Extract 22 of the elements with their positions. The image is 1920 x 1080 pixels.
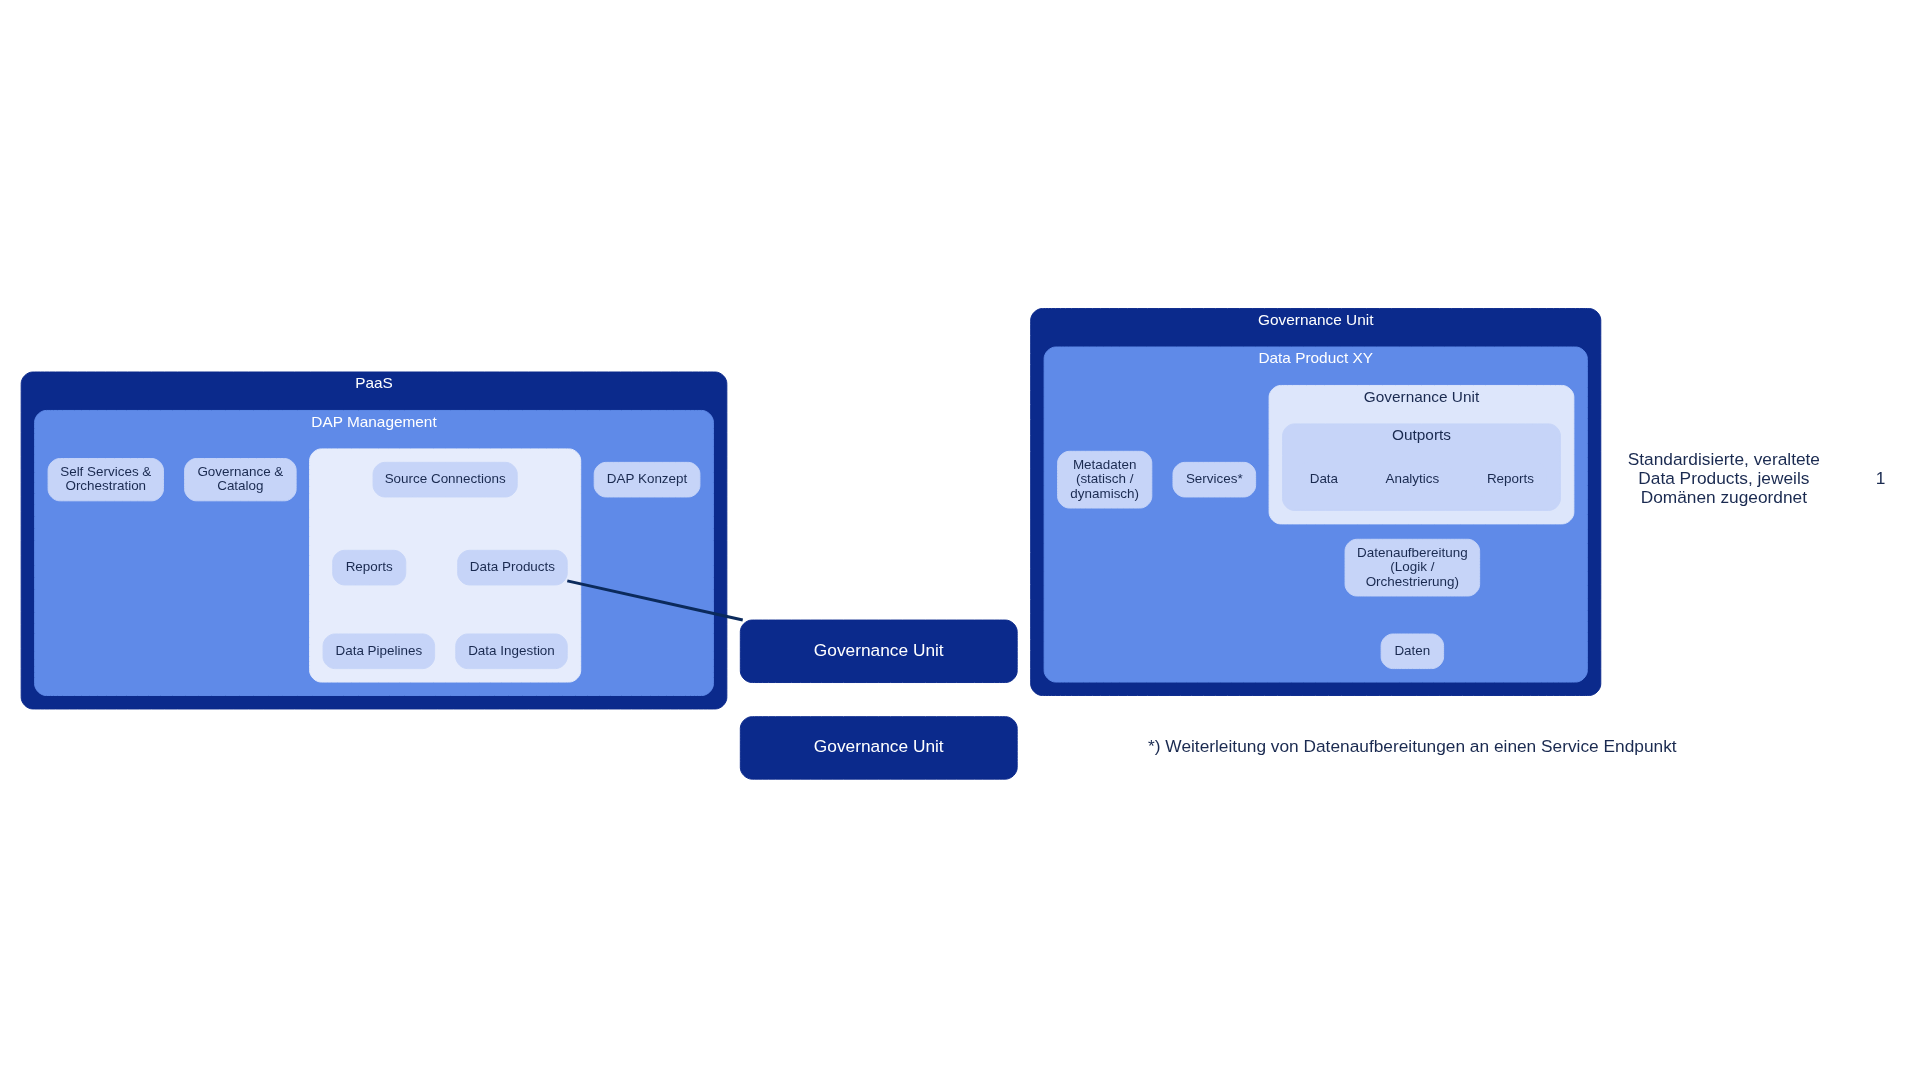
node-box: Self Services & Orchestration xyxy=(47,458,164,502)
node-box: Governance Unit xyxy=(739,619,1018,683)
node-box: Datenaufbereitung (Logik / Orchestrierung) xyxy=(1344,538,1481,597)
node-text: Reports xyxy=(1486,471,1534,487)
node-box: Daten xyxy=(1380,633,1445,670)
cluster xyxy=(309,448,582,683)
node-box: Governance Unit xyxy=(739,716,1018,780)
node-box: Metadaten (statisch / dynamisch) xyxy=(1057,450,1153,509)
node-box: Data Pipelines xyxy=(322,633,436,670)
node-box: Reports xyxy=(332,549,407,586)
node-box: Data Products xyxy=(457,549,568,586)
node-box: Source Connections xyxy=(372,461,518,498)
label: 1 xyxy=(1875,467,1886,488)
connector xyxy=(567,579,744,622)
node-text: Analytics xyxy=(1385,471,1440,487)
node-box: Services* xyxy=(1172,461,1257,498)
node-box: DAP Konzept xyxy=(593,461,701,498)
label: Standardisierte, veraltete Data Products, jeweils Domänen zugeordnet xyxy=(1627,448,1820,508)
node-box: Data Ingestion xyxy=(455,633,568,670)
label: *) Weiterleitung von Datenaufbereitungen an einen Service Endpunkt xyxy=(1148,736,1677,757)
node-text: Data xyxy=(1309,471,1339,487)
node-box: Governance & Catalog xyxy=(184,458,297,502)
